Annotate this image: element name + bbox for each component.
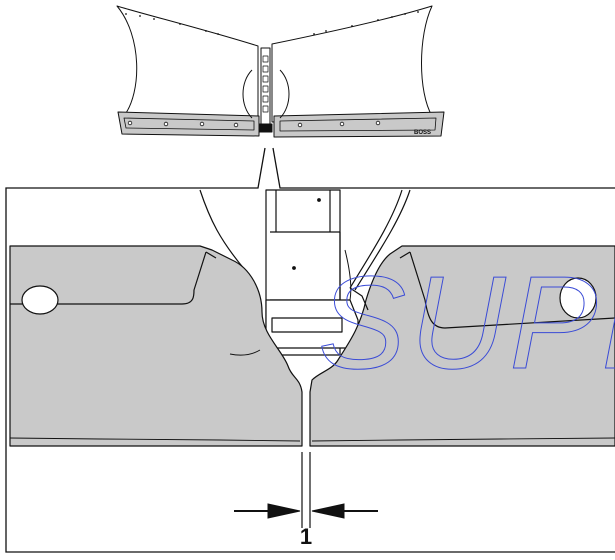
arrow-left-pointing: [311, 503, 345, 519]
right-bolt-hole: [559, 277, 597, 319]
brand-badge: BOSS: [414, 130, 431, 136]
right-blade-section: [309, 245, 615, 447]
callout-number: 1: [300, 524, 312, 549]
detail-view: [9, 189, 615, 447]
arrow-right-pointing: [267, 503, 301, 519]
left-bolt-hole: [21, 285, 59, 315]
gap-dimension: [234, 452, 378, 528]
left-blade-section: [9, 245, 303, 447]
left-cutting-edge: [117, 111, 260, 137]
detail-callout-frame: [5, 147, 615, 553]
right-wing-moldboard: [271, 5, 433, 123]
plow-overview: BOSS: [116, 5, 445, 138]
left-wing-moldboard: [116, 5, 259, 123]
watermark: SUPER: [318, 249, 615, 396]
